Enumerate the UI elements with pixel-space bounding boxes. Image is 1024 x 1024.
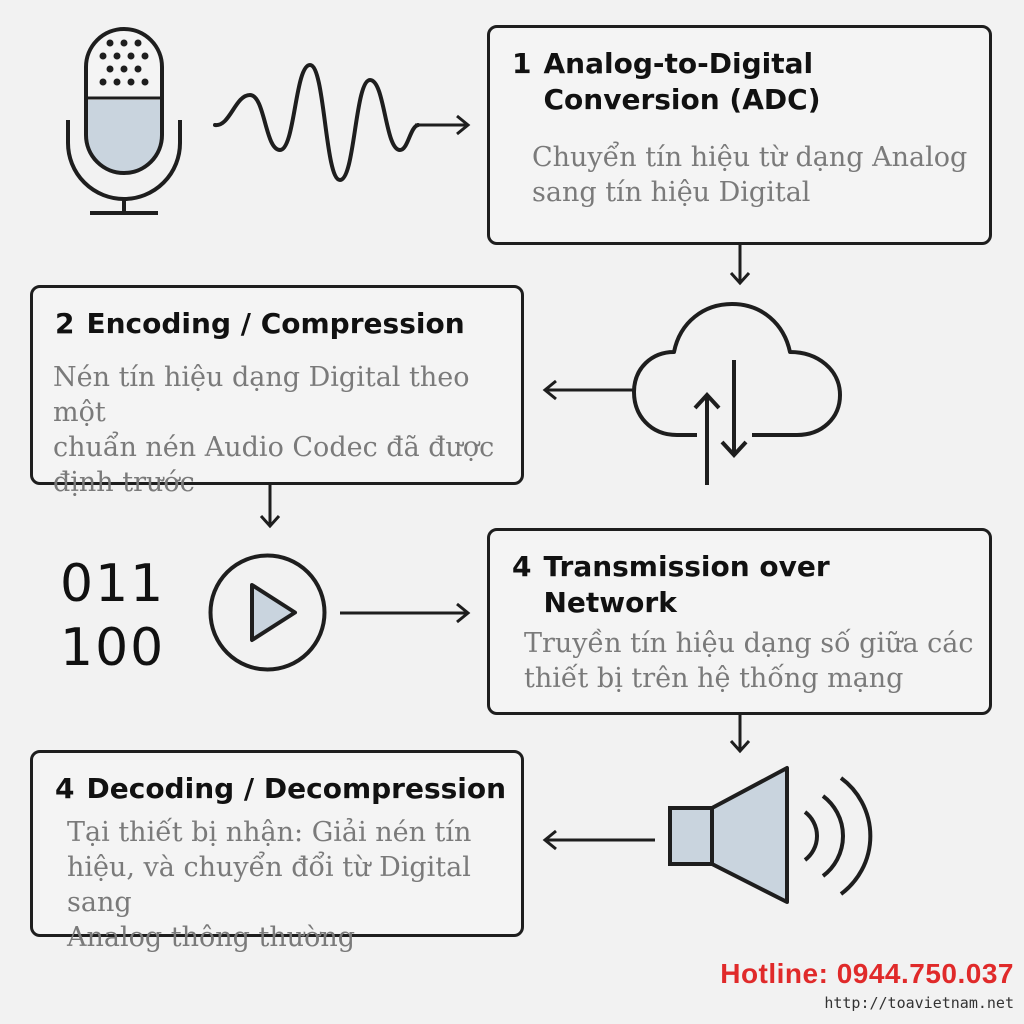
binary-digits: 011 100 bbox=[60, 552, 165, 680]
description-line: Tại thiết bị nhận: Giải nén tín bbox=[67, 817, 472, 848]
description-line: Truyền tín hiệu dạng số giữa các bbox=[524, 628, 974, 659]
sound-wave-icon bbox=[213, 62, 420, 183]
description-line: hiệu, và chuyển đổi từ Digital sang bbox=[67, 852, 471, 918]
cloud-sync-icon bbox=[632, 302, 842, 485]
step-adc-description: Chuyển tín hiệu từ dạng Analog sang tín … bbox=[532, 140, 967, 210]
step-title-line: Transmission over bbox=[543, 550, 830, 583]
step-number: 4 bbox=[512, 550, 532, 583]
arrow-to-adc bbox=[415, 114, 471, 136]
step-decoding-description: Tại thiết bị nhận: Giải nén tín hiệu, và… bbox=[67, 815, 521, 955]
step-number: 4 bbox=[55, 772, 75, 805]
hotline-label: Hotline: bbox=[720, 958, 829, 989]
arrow-to-encoding bbox=[542, 379, 635, 401]
step-transmission-description: Truyền tín hiệu dạng số giữa các thiết b… bbox=[524, 626, 974, 696]
step-transmission-box: 4 Transmission over Network Truyền tín h… bbox=[487, 528, 992, 715]
step-title-line: Network bbox=[543, 586, 677, 619]
microphone-icon bbox=[66, 27, 182, 215]
step-transmission-title: 4 Transmission over Network bbox=[512, 549, 830, 621]
description-line: Nén tín hiệu dạng Digital theo một bbox=[53, 362, 470, 428]
step-adc-title: 1 Analog-to-Digital Conversion (ADC) bbox=[512, 46, 821, 118]
hotline: Hotline: 0944.750.037 bbox=[720, 958, 1014, 990]
binary-line: 011 bbox=[60, 554, 166, 614]
arrow-to-transmission bbox=[340, 602, 471, 624]
arrow-down-transmission bbox=[729, 715, 751, 754]
step-decoding-title: 4 Decoding / Decompression bbox=[55, 771, 506, 807]
arrow-down-adc bbox=[729, 245, 751, 286]
step-title-line: Analog-to-Digital bbox=[543, 47, 814, 80]
arrow-down-encoding bbox=[259, 485, 281, 529]
arrow-to-decoding bbox=[542, 829, 655, 851]
step-number: 2 bbox=[55, 307, 75, 340]
description-line: chuẩn nén Audio Codec đã được bbox=[53, 432, 495, 463]
description-line: Chuyển tín hiệu từ dạng Analog bbox=[532, 142, 968, 173]
hotline-number: 0944.750.037 bbox=[836, 958, 1014, 989]
step-number: 1 bbox=[512, 47, 532, 80]
description-line: Analog thông thường bbox=[67, 922, 356, 953]
play-icon bbox=[208, 553, 327, 672]
speaker-icon bbox=[668, 766, 873, 904]
binary-line: 100 bbox=[60, 618, 166, 678]
website-link[interactable]: http://toavietnam.net bbox=[824, 994, 1014, 1012]
step-adc-box: 1 Analog-to-Digital Conversion (ADC) Chu… bbox=[487, 25, 992, 245]
step-title-line: Conversion (ADC) bbox=[543, 83, 821, 116]
description-line: thiết bị trên hệ thống mạng bbox=[524, 663, 904, 694]
step-title-line: Encoding / Compression bbox=[86, 307, 465, 340]
description-line: định trước bbox=[53, 467, 195, 498]
description-line: sang tín hiệu Digital bbox=[532, 177, 811, 208]
step-decoding-box: 4 Decoding / Decompression Tại thiết bị … bbox=[30, 750, 524, 953]
step-title-line: Decoding / Decompression bbox=[86, 772, 507, 805]
step-encoding-description: Nén tín hiệu dạng Digital theo một chuẩn… bbox=[53, 360, 521, 500]
step-encoding-box: 2 Encoding / Compression Nén tín hiệu dạ… bbox=[30, 285, 524, 498]
step-encoding-title: 2 Encoding / Compression bbox=[55, 306, 465, 342]
